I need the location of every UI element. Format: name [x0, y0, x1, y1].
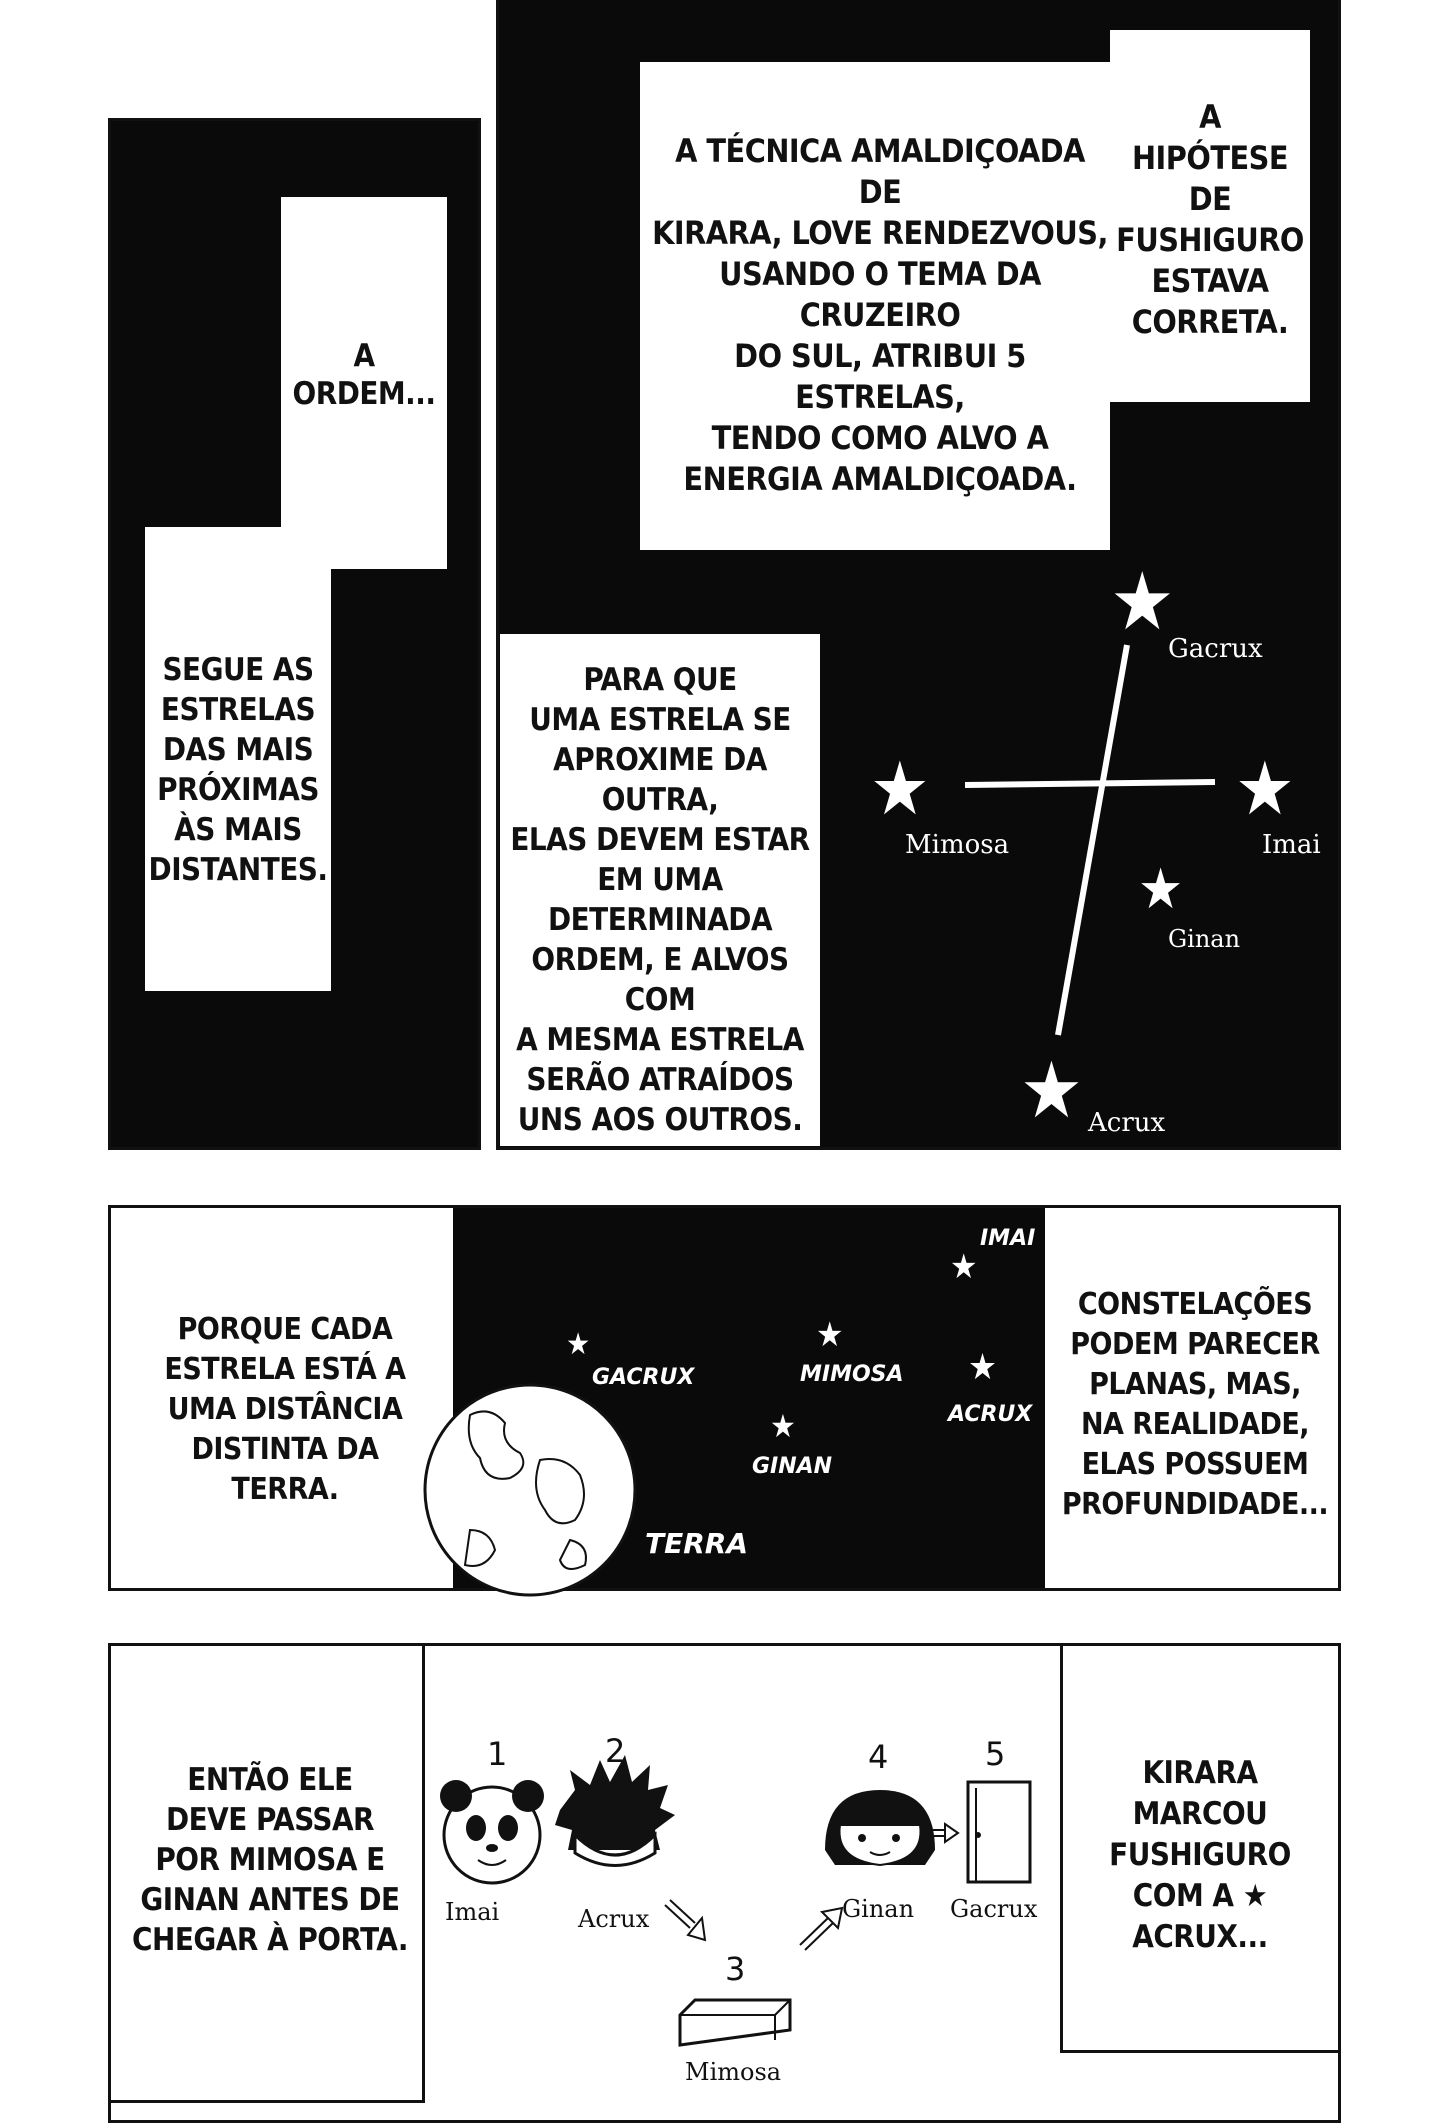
caption-box-a-ordem — [281, 197, 447, 569]
space-label-gacrux: GACRUX — [592, 1365, 695, 1390]
star-space-mimosa-icon: ★ — [816, 1315, 844, 1355]
space-label-mimosa: MIMOSA — [800, 1362, 904, 1387]
caption-box-para-que — [500, 634, 820, 1146]
caption-tecnica: A TÉCNICA AMALDIÇOADA DE KIRARA, LOVE RE… — [652, 132, 1108, 498]
caption-entao: ENTÃO ELE DEVE PASSAR POR MIMOSA E GINAN… — [132, 1762, 408, 1958]
star-acrux-icon: ★ — [1020, 1046, 1083, 1136]
order-number-5: 5 — [985, 1735, 1006, 1773]
caption-box-tecnica — [640, 62, 1110, 550]
label-mimosa: Mimosa — [905, 830, 1010, 860]
caption-segue: SEGUE AS ESTRELAS DAS MAIS PRÓXIMAS ÀS M… — [148, 652, 328, 888]
caption-box-segue — [145, 527, 331, 991]
space-label-acrux: ACRUX — [948, 1402, 1033, 1427]
caption-box-hipotese — [1110, 30, 1310, 402]
order-label-acrux: Acrux — [578, 1905, 650, 1933]
label-ginan: Ginan — [1168, 925, 1241, 953]
space-label-terra: TERRA — [645, 1527, 749, 1560]
order-number-4: 4 — [868, 1738, 889, 1776]
order-number-3: 3 — [725, 1950, 746, 1988]
star-imai-icon: ★ — [1235, 746, 1295, 832]
label-imai: Imai — [1262, 830, 1321, 860]
star-space-acrux-icon: ★ — [968, 1347, 998, 1388]
star-space-gacrux-icon: ★ — [566, 1327, 591, 1362]
star-mimosa-icon: ★ — [870, 746, 930, 832]
order-label-gacrux: Gacrux — [950, 1895, 1038, 1923]
order-label-imai: Imai — [445, 1898, 500, 1926]
star-gacrux-icon: ★ — [1110, 555, 1175, 648]
order-number-2: 2 — [605, 1732, 626, 1770]
star-space-imai-icon: ★ — [950, 1247, 978, 1287]
order-number-1: 1 — [487, 1735, 508, 1773]
star-ginan-icon: ★ — [1138, 857, 1184, 922]
caption-box-join — [281, 527, 331, 569]
caption-constelacoes: CONSTELAÇÕES PODEM PARECER PLANAS, MAS, … — [1061, 1287, 1329, 1522]
space-label-ginan: GINAN — [752, 1454, 833, 1479]
bottom-left-divider — [422, 1643, 425, 2103]
label-gacrux: Gacrux — [1168, 634, 1263, 664]
caption-hipotese: A HIPÓTESE DE FUSHIGURO ESTAVA CORRETA. — [1116, 98, 1304, 341]
star-space-ginan-icon: ★ — [770, 1407, 796, 1445]
caption-kirara: KIRARA MARCOU FUSHIGURO COM A ★ ACRUX... — [1109, 1754, 1291, 1955]
caption-para-que: PARA QUE UMA ESTRELA SE APROXIME DA OUTR… — [510, 662, 810, 1138]
bottom-left-box-base — [108, 2100, 425, 2103]
bottom-right-box — [1060, 1643, 1063, 2053]
label-acrux: Acrux — [1088, 1108, 1166, 1138]
space-label-imai: IMAI — [980, 1226, 1036, 1251]
order-label-ginan: Ginan — [842, 1895, 915, 1923]
order-label-mimosa: Mimosa — [685, 2058, 782, 2086]
bottom-right-box-base — [1060, 2050, 1341, 2053]
caption-a-ordem: A ORDEM... — [292, 338, 436, 412]
caption-porque: PORQUE CADA ESTRELA ESTÁ A UMA DISTÂNCIA… — [164, 1312, 406, 1507]
